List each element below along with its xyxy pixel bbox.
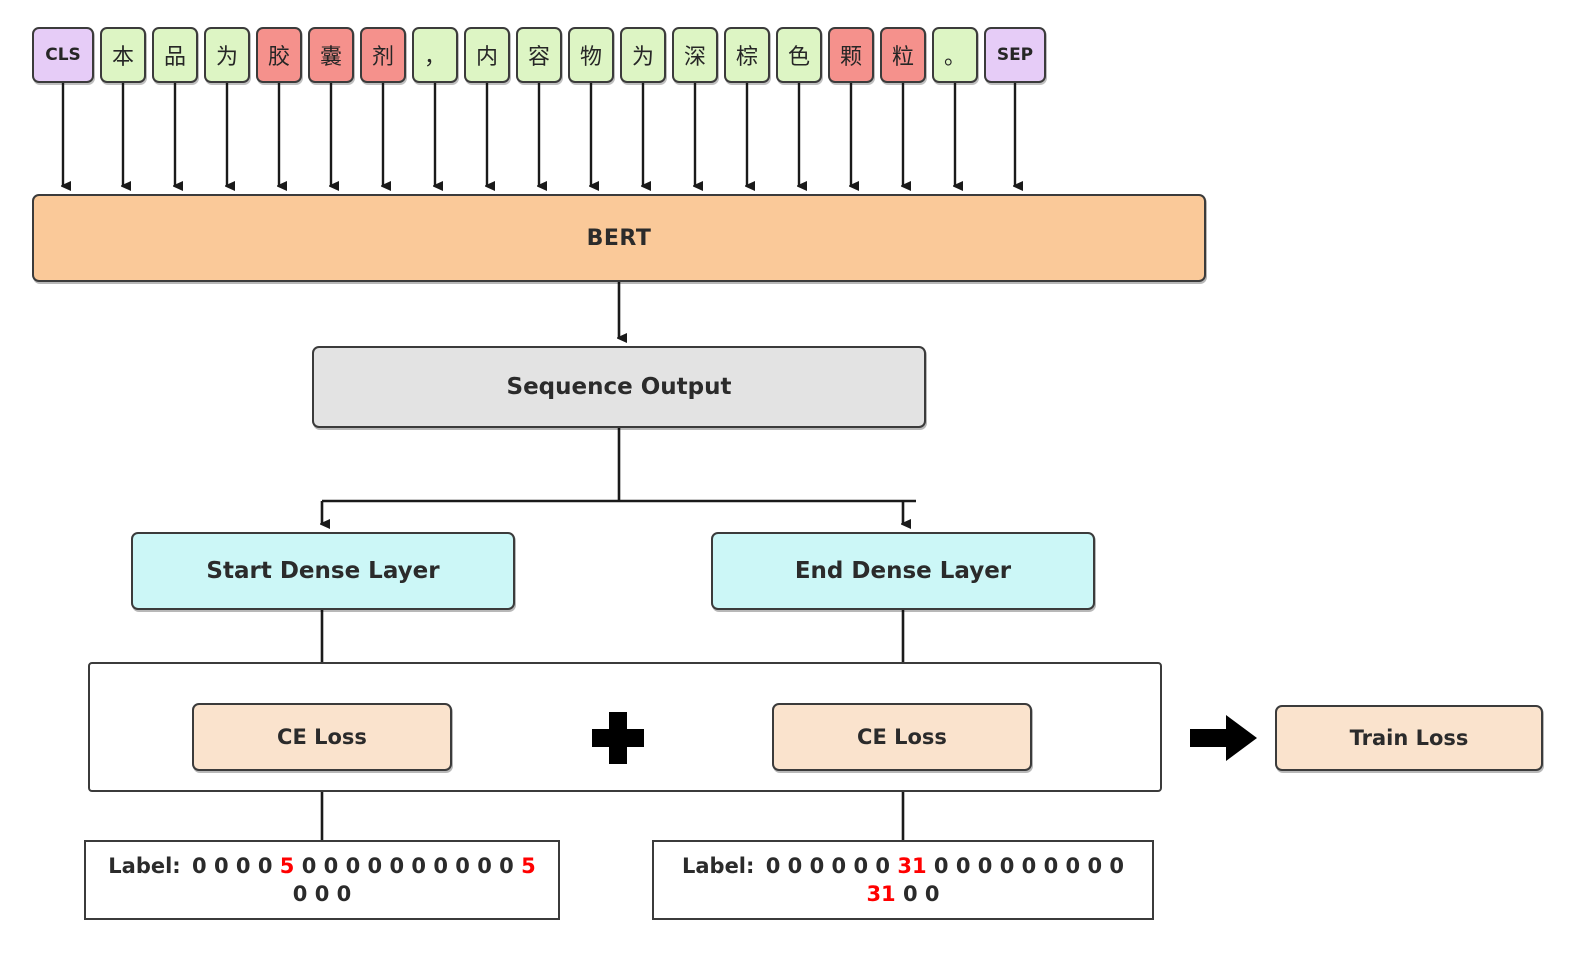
token-8-cjk: 内: [464, 27, 510, 83]
token-17-cjk: 。: [932, 27, 978, 83]
train-loss-node: Train Loss: [1275, 705, 1543, 771]
end-label-box: Label: 0 0 0 0 0 0 31 0 0 0 0 0 0 0 0 0 …: [652, 840, 1154, 920]
token-0-cls: CLS: [32, 27, 94, 83]
token-5-cjk: 囊: [308, 27, 354, 83]
token-16-cjk: 粒: [880, 27, 926, 83]
token-15-cjk: 颗: [828, 27, 874, 83]
token-6-cjk: 剂: [360, 27, 406, 83]
right-arrow-icon: [1190, 715, 1257, 761]
ce-loss-end-node: CE Loss: [772, 703, 1032, 771]
token-14-cjk: 色: [776, 27, 822, 83]
token-3-cjk: 为: [204, 27, 250, 83]
token-1-cjk: 本: [100, 27, 146, 83]
plus-operator-icon: [592, 712, 644, 764]
bert-node: BERT: [32, 194, 1206, 282]
token-9-cjk: 容: [516, 27, 562, 83]
plus-vertical-bar: [609, 712, 627, 764]
token-13-cjk: 棕: [724, 27, 770, 83]
token-12-cjk: 深: [672, 27, 718, 83]
start-label-box: Label: 0 0 0 0 5 0 0 0 0 0 0 0 0 0 0 5 0…: [84, 840, 560, 920]
end-label-text: Label: 0 0 0 0 0 0 31 0 0 0 0 0 0 0 0 0 …: [681, 853, 1125, 906]
token-10-cjk: 物: [568, 27, 614, 83]
start-dense-layer-node: Start Dense Layer: [131, 532, 515, 610]
start-label-text: Label: 0 0 0 0 5 0 0 0 0 0 0 0 0 0 0 5 0…: [108, 853, 536, 906]
sequence-output-node: Sequence Output: [312, 346, 926, 428]
token-4-cjk: 胶: [256, 27, 302, 83]
token-11-cjk: 为: [620, 27, 666, 83]
token-2-cjk: 品: [152, 27, 198, 83]
end-dense-layer-node: End Dense Layer: [711, 532, 1095, 610]
token-7-cjk: ，: [412, 27, 458, 83]
token-18-sep: SEP: [984, 27, 1046, 83]
ce-loss-start-node: CE Loss: [192, 703, 452, 771]
